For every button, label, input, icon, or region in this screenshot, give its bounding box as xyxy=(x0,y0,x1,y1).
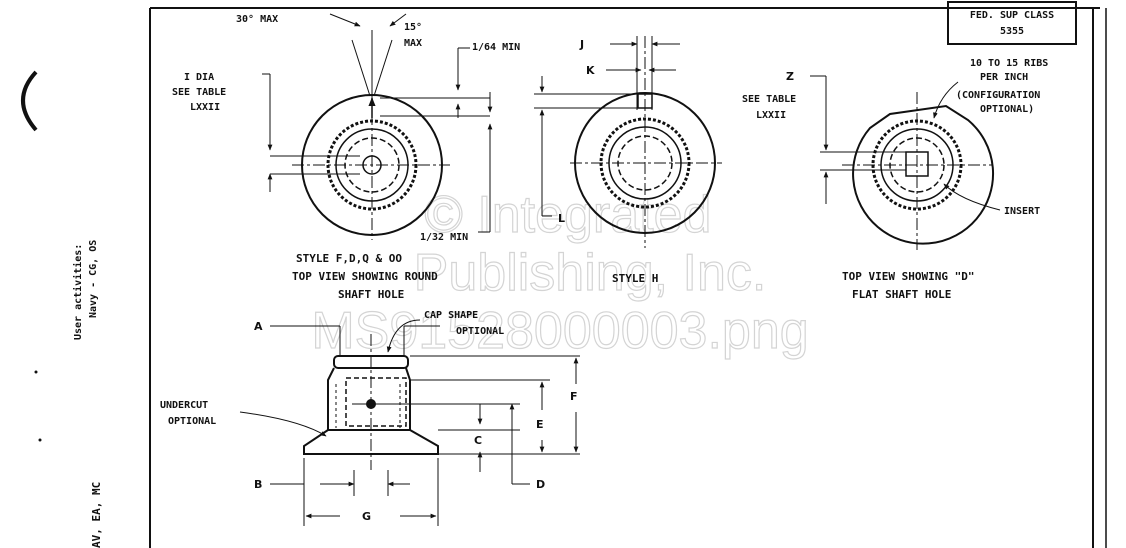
dim-d-label: D xyxy=(536,478,545,491)
cap-shape-label-2: OPTIONAL xyxy=(456,326,504,337)
dim-g-label: G xyxy=(362,510,371,523)
user-activities-value: Navy - CG, OS xyxy=(88,240,99,318)
see-table-label: SEE TABLE xyxy=(172,87,226,98)
side-elevation-view: A CAP SHAPE OPTIONAL UNDERCUT OPTIONAL B… xyxy=(160,310,580,526)
cap-shape-label-1: CAP SHAPE xyxy=(424,310,478,321)
watermark-line-1: © Integrated xyxy=(425,186,712,244)
dim-e-label: E xyxy=(536,418,544,431)
binding-bracket-mark xyxy=(21,70,38,132)
fed-sup-class-number: 5355 xyxy=(1000,26,1024,37)
round-view-caption-1: STYLE F,D,Q & OO xyxy=(296,252,402,265)
style-h-caption: STYLE H xyxy=(612,272,658,285)
watermark: © Integrated Publishing, Inc. MS91528000… xyxy=(311,185,810,360)
sheet-border xyxy=(149,7,1107,548)
angle-30-label: 30° MAX xyxy=(236,14,278,25)
dim-f-label: F xyxy=(570,390,578,403)
activity-codes: AV, EA, MC xyxy=(90,482,103,548)
insert-label: INSERT xyxy=(1004,206,1040,217)
min-1-32-label: 1/32 MIN xyxy=(420,232,468,243)
undercut-label-2: OPTIONAL xyxy=(168,416,216,427)
dim-z-label: Z xyxy=(786,70,794,83)
i-dia-label: I DIA xyxy=(184,72,214,83)
watermark-line-2: Publishing, Inc. xyxy=(414,244,767,302)
ribs-label-3: (CONFIGURATION xyxy=(956,90,1040,101)
angle-max-label: MAX xyxy=(404,38,422,49)
round-view-caption-3: SHAFT HOLE xyxy=(338,288,404,301)
style-h-view: J K L STYLE H xyxy=(534,36,722,285)
fed-sup-class-box: FED. SUP CLASS 5355 xyxy=(947,1,1077,45)
round-shaft-view: 30° MAX 15° MAX 1/64 MIN 1/32 MIN I DIA … xyxy=(172,13,520,301)
ribs-label-1: 10 TO 15 RIBS xyxy=(970,58,1048,69)
table-ref-label: LXXII xyxy=(190,102,220,113)
d-flat-caption-2: FLAT SHAFT HOLE xyxy=(852,288,951,301)
ribs-label-4: OPTIONAL) xyxy=(980,104,1034,115)
min-1-64-label: 1/64 MIN xyxy=(472,42,520,53)
user-activities-label: User activities: xyxy=(72,244,84,340)
angle-15-label: 15° xyxy=(404,22,422,33)
d-flat-shaft-view: Z SEE TABLE LXXII 10 TO 15 RIBS PER INCH… xyxy=(742,58,1048,301)
dim-c-label: C xyxy=(474,434,482,447)
margin-dot xyxy=(34,370,38,374)
margin-dot xyxy=(38,438,42,442)
d-see-table-label: SEE TABLE xyxy=(742,94,796,105)
fed-sup-class-label: FED. SUP CLASS xyxy=(970,10,1054,21)
round-view-caption-2: TOP VIEW SHOWING ROUND xyxy=(292,270,438,283)
d-table-ref-label: LXXII xyxy=(756,110,786,121)
undercut-label-1: UNDERCUT xyxy=(160,400,208,411)
dim-b-label: B xyxy=(254,478,262,491)
ribs-label-2: PER INCH xyxy=(980,72,1028,83)
watermark-line-3: MS91528000003.png xyxy=(311,302,808,360)
d-flat-caption-1: TOP VIEW SHOWING "D" xyxy=(842,270,974,283)
dim-a-label: A xyxy=(254,320,263,333)
dim-k-label: K xyxy=(586,64,595,77)
dim-j-label: J xyxy=(579,38,584,51)
dim-l-label: L xyxy=(558,212,565,225)
